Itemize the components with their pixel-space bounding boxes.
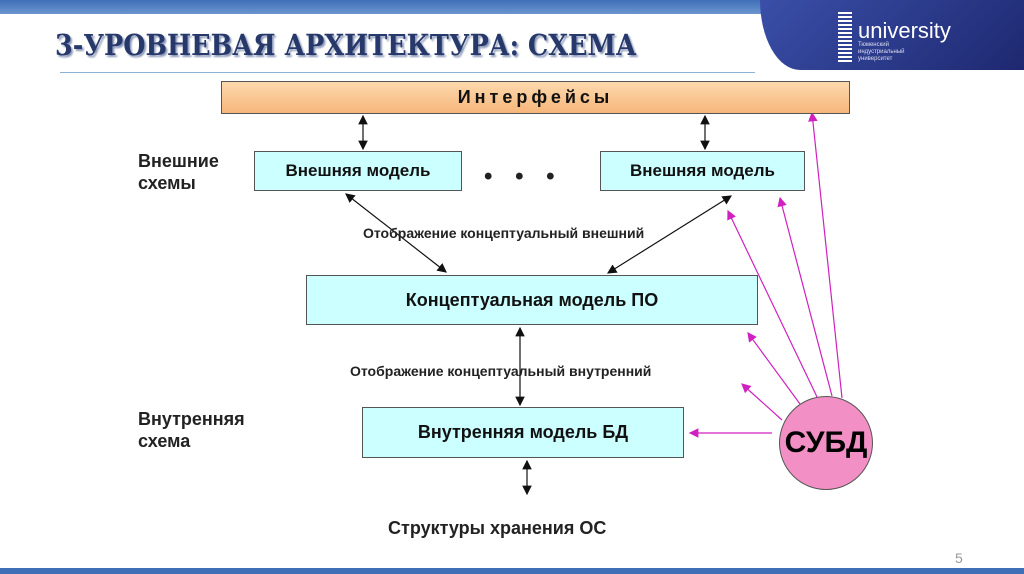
arrow-ext1-concept <box>345 193 447 273</box>
internal-schema-label: Внутренняя схема <box>138 409 245 451</box>
logo-subtitle: Тюменский индустриальный университет <box>858 42 905 62</box>
dbms-arrow-mapping <box>741 383 783 421</box>
dbms-arrow-interfaces <box>808 111 843 399</box>
interfaces-box: Интерфейсы <box>221 81 850 114</box>
dbms-arrow-ext2-b <box>727 209 819 400</box>
dbms-arrow-ext2-a <box>777 196 833 397</box>
slide-title: 3-УРОВНЕВАЯ АРХИТЕКТУРА: СХЕМА <box>55 28 637 62</box>
title-divider <box>60 72 755 73</box>
external-model-2: Внешняя модель <box>600 151 805 191</box>
university-logo-icon <box>838 12 852 62</box>
external-model-1: Внешняя модель <box>254 151 462 191</box>
mapping-external-label: Отображение концептуальный внешний <box>363 225 645 241</box>
external-schemas-label: Внешние схемы <box>138 151 219 193</box>
bottom-bar <box>0 568 1024 574</box>
brand-panel <box>760 0 1024 70</box>
ellipsis: • • • <box>484 163 563 190</box>
dbms-arrow-concept <box>747 332 801 405</box>
conceptual-model-box: Концептуальная модель ПО <box>306 275 758 325</box>
internal-model-box: Внутренняя модель БД <box>362 407 684 458</box>
mapping-internal-label: Отображение концептуальный внутренний <box>350 363 652 379</box>
storage-label: Структуры хранения ОС <box>388 518 607 538</box>
dbms-circle: СУБД <box>779 396 873 490</box>
arrow-ext2-concept <box>606 195 733 274</box>
page-number: 5 <box>955 550 963 566</box>
logo-word: university <box>858 18 951 43</box>
